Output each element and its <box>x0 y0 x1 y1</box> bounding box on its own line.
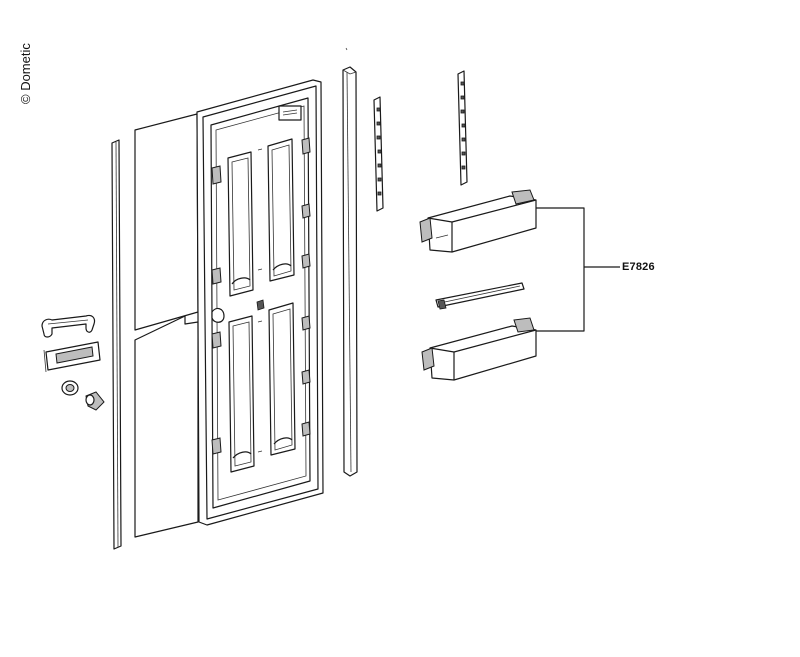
door-panel-lower-right <box>268 302 296 456</box>
lock-knob <box>85 391 105 411</box>
door-edge-strip <box>111 139 122 550</box>
door-shelf-clips <box>301 137 311 437</box>
shelf-rail-small <box>373 96 384 212</box>
door-outer-panel <box>134 113 199 538</box>
callout-bracket <box>536 207 620 332</box>
door-seal-strip <box>342 66 358 477</box>
part-number-label: E7826 <box>622 261 655 273</box>
lock-cylinder <box>61 380 79 396</box>
door-panel-lower-left <box>228 315 255 473</box>
handle-base-plate <box>43 341 101 373</box>
bottle-retainer-bar <box>435 282 525 310</box>
door-hinge-tabs <box>211 165 222 455</box>
door-panel-upper-right <box>267 138 295 282</box>
door-frame <box>196 79 324 526</box>
door-shelf-upper <box>419 189 537 253</box>
door-label-plate <box>278 105 302 121</box>
tick-mark <box>345 47 348 51</box>
door-shelf-lower <box>421 317 537 381</box>
door-lock-icon <box>256 299 265 311</box>
door-handle <box>41 314 96 338</box>
door-panel-upper-left <box>227 151 254 297</box>
door-latch-icon <box>211 307 225 323</box>
shelf-rail-tall <box>457 70 468 186</box>
